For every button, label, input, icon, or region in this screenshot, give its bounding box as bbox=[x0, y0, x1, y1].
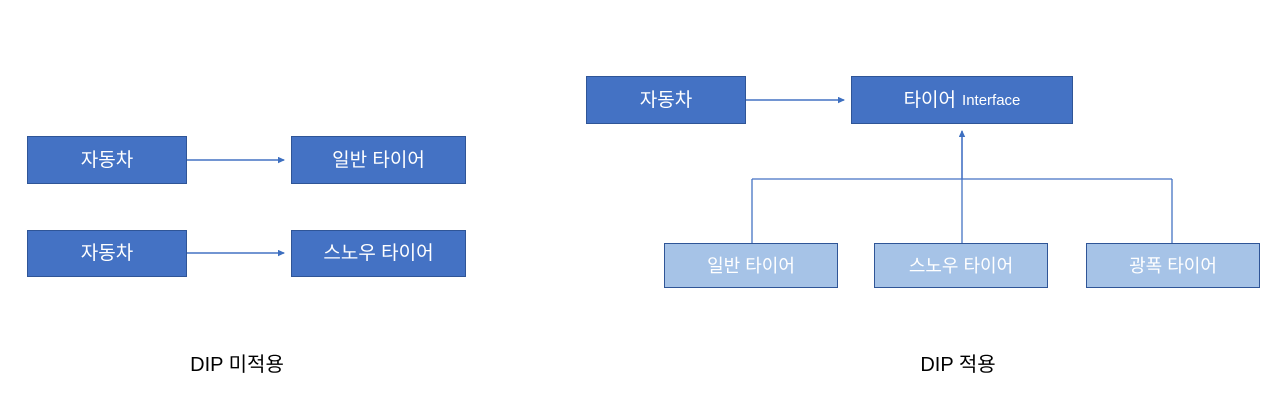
left-row2-source-box[interactable]: 자동차 bbox=[27, 230, 187, 277]
right-impl-box-1[interactable]: 일반 타이어 bbox=[664, 243, 838, 288]
right-impl-label-3: 광폭 타이어 bbox=[1129, 255, 1217, 276]
left-row2-target-box[interactable]: 스노우 타이어 bbox=[291, 230, 466, 277]
left-row2-target-label: 스노우 타이어 bbox=[323, 243, 434, 264]
left-row1-source-box[interactable]: 자동차 bbox=[27, 136, 187, 184]
connector-right-realization-bus bbox=[751, 130, 1173, 243]
right-impl-box-2[interactable]: 스노우 타이어 bbox=[874, 243, 1048, 288]
left-row1-source-label: 자동차 bbox=[80, 149, 134, 171]
left-row2-source-label: 자동차 bbox=[80, 243, 134, 264]
right-client-label: 자동차 bbox=[639, 89, 693, 111]
right-client-box[interactable]: 자동차 bbox=[586, 76, 746, 124]
right-interface-stereotype: Interface bbox=[962, 91, 1021, 109]
left-row1-target-box[interactable]: 일반 타이어 bbox=[291, 136, 466, 184]
right-impl-box-3[interactable]: 광폭 타이어 bbox=[1086, 243, 1260, 288]
right-interface-box[interactable]: 타이어 Interface bbox=[851, 76, 1073, 124]
right-interface-name: 타이어 bbox=[903, 89, 957, 111]
right-panel-caption: DIP 적용 bbox=[920, 354, 996, 376]
right-impl-label-2: 스노우 타이어 bbox=[908, 255, 1014, 276]
right-impl-label-1: 일반 타이어 bbox=[707, 255, 795, 276]
left-panel-caption: DIP 미적용 bbox=[190, 354, 284, 376]
left-row1-target-label: 일반 타이어 bbox=[332, 149, 425, 171]
